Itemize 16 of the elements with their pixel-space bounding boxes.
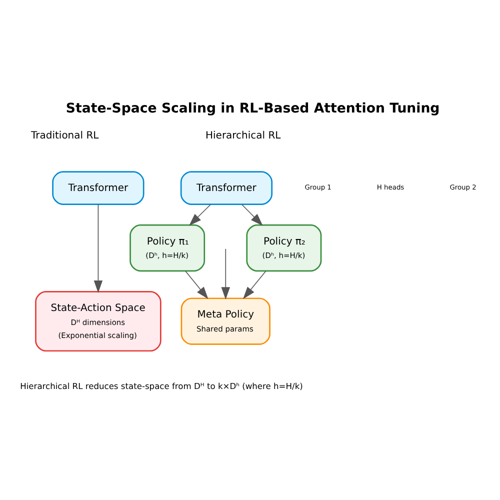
caption: Hierarchical RL reduces state-space from Dᴴ to k×Dʰ (where h=H/k) xyxy=(20,380,303,390)
diagram-title: State-Space Scaling in RL-Based Attention Tuning xyxy=(66,100,440,116)
node-box: Policy π₁ (Dʰ, h=H/k) xyxy=(130,224,206,272)
label: Traditional RL xyxy=(31,130,99,142)
node-box: Transformer xyxy=(180,170,273,204)
label: Hierarchical RL xyxy=(206,130,281,142)
arrow xyxy=(242,270,266,299)
arrow xyxy=(241,204,263,226)
arrow xyxy=(221,248,230,300)
node-box: Policy π₂ (Dʰ, h=H/k) xyxy=(246,224,322,272)
node-box: Meta Policy Shared params xyxy=(180,297,270,344)
arrow xyxy=(94,204,103,292)
node-box: Transformer xyxy=(52,170,144,204)
node-box: State-Action Space Dᴴ dimensions (Exponential scaling) xyxy=(35,290,162,352)
arrow xyxy=(189,204,212,226)
arrow xyxy=(185,270,208,299)
